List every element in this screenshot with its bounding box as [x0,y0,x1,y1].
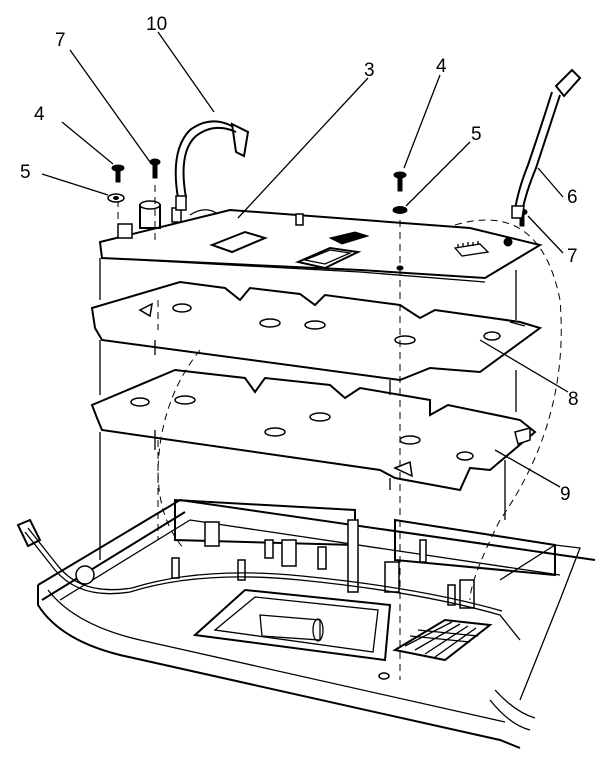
leader-lines [41,31,569,488]
callout-7-left: 7 [55,30,66,51]
callout-6: 6 [567,187,578,208]
callout-5-right: 5 [471,124,482,145]
ground-wire-6 [511,68,582,219]
insulator-plate-9 [90,368,537,492]
screw-4-right [393,171,407,192]
callout-4-left: 4 [34,104,45,125]
callout-5-left: 5 [20,162,31,183]
callout-labels: 7 10 3 4 5 4 5 6 7 8 9 [20,14,579,505]
callout-7-right: 7 [567,246,578,267]
callout-8: 8 [568,389,579,410]
callout-10: 10 [146,14,167,35]
washer-5-left [107,193,125,203]
screw-4-left [111,164,125,183]
washer-5-right [392,206,408,214]
callout-4-right: 4 [436,56,447,77]
base-housing [16,498,596,749]
callout-9: 9 [560,484,571,505]
insulator-plate-8 [90,280,543,382]
alignment-lines [99,185,562,680]
jumper-wire-10 [174,120,250,211]
screw-7-left [149,158,161,179]
circuit-board-3 [98,200,543,283]
callout-3: 3 [364,60,375,81]
